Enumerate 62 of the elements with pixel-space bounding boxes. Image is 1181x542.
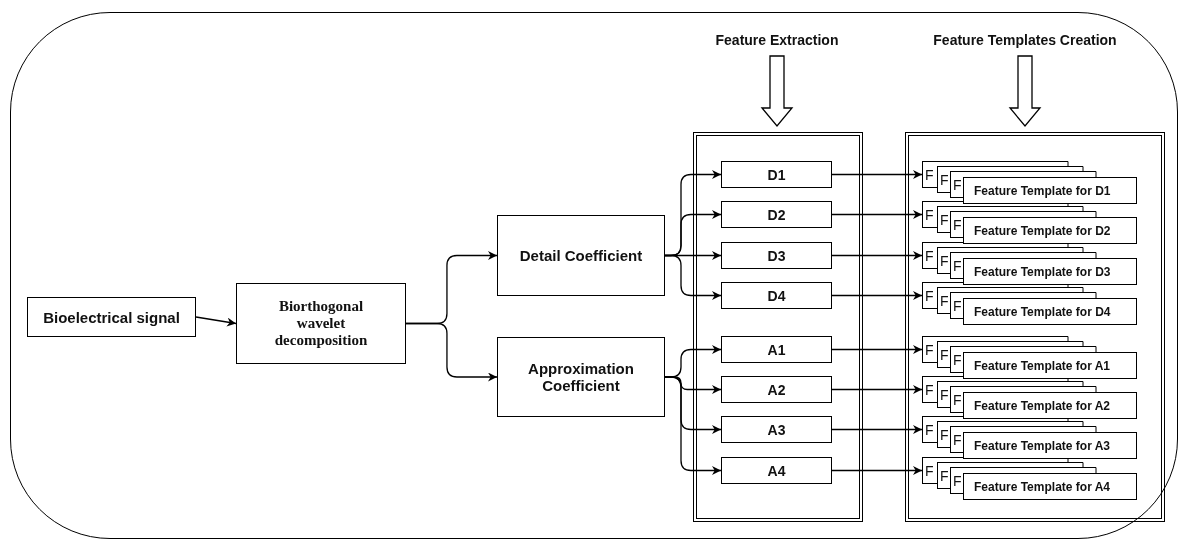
arrow <box>831 291 923 300</box>
template-card: F <box>937 341 950 368</box>
template-card: F <box>937 421 950 448</box>
process-box: A2 <box>721 376 832 403</box>
template-card: Feature Template for D3 <box>963 258 1137 285</box>
template-card: F <box>922 201 937 228</box>
template-card: F <box>937 462 950 489</box>
process-box: A1 <box>721 336 832 363</box>
template-card: F <box>950 292 963 319</box>
arrow <box>831 170 923 179</box>
template-card: F <box>950 467 963 494</box>
arrow <box>831 385 923 394</box>
arrow <box>831 425 923 434</box>
template-card: F <box>950 171 963 198</box>
process-box: Approximation Coefficient <box>497 337 665 417</box>
template-card: F <box>937 381 950 408</box>
template-card: Feature Template for A1 <box>963 352 1137 379</box>
template-card: F <box>922 282 937 309</box>
process-box: Biorthogonal wavelet decomposition <box>236 283 406 364</box>
template-card: F <box>922 336 937 363</box>
process-box: A3 <box>721 416 832 443</box>
stage-container <box>905 132 1165 522</box>
template-card: F <box>937 287 950 314</box>
template-card: F <box>950 386 963 413</box>
arrow <box>195 316 237 327</box>
template-card: F <box>937 206 950 233</box>
template-card: F <box>922 457 937 484</box>
process-box: A4 <box>721 457 832 484</box>
arrow <box>831 466 923 475</box>
template-card: F <box>950 252 963 279</box>
heading-text: Feature Extraction <box>697 32 857 52</box>
process-box: D2 <box>721 201 832 228</box>
process-box: D1 <box>721 161 832 188</box>
process-box: Bioelectrical signal <box>27 297 196 337</box>
template-card: Feature Template for D1 <box>963 177 1137 204</box>
template-card: Feature Template for A3 <box>963 432 1137 459</box>
template-card: F <box>937 247 950 274</box>
template-card: F <box>922 416 937 443</box>
arrow <box>664 376 722 475</box>
template-card: F <box>922 376 937 403</box>
block-arrow <box>760 55 794 127</box>
template-card: Feature Template for A4 <box>963 473 1137 500</box>
arrow <box>405 322 498 382</box>
process-box: D4 <box>721 282 832 309</box>
process-box: Detail Coefficient <box>497 215 665 296</box>
arrow <box>831 345 923 354</box>
template-card: Feature Template for D2 <box>963 217 1137 244</box>
block-arrow <box>1008 55 1042 127</box>
template-card: Feature Template for A2 <box>963 392 1137 419</box>
template-card: F <box>922 161 937 188</box>
arrow <box>831 210 923 219</box>
template-card: F <box>950 426 963 453</box>
process-box: D3 <box>721 242 832 269</box>
arrow <box>664 254 722 300</box>
template-card: F <box>922 242 937 269</box>
heading-text: Feature Templates Creation <box>925 32 1125 52</box>
arrow <box>831 251 923 260</box>
stage-container <box>693 132 863 522</box>
template-card: F <box>950 211 963 238</box>
template-card: F <box>937 166 950 193</box>
template-card: F <box>950 346 963 373</box>
template-card: Feature Template for D4 <box>963 298 1137 325</box>
